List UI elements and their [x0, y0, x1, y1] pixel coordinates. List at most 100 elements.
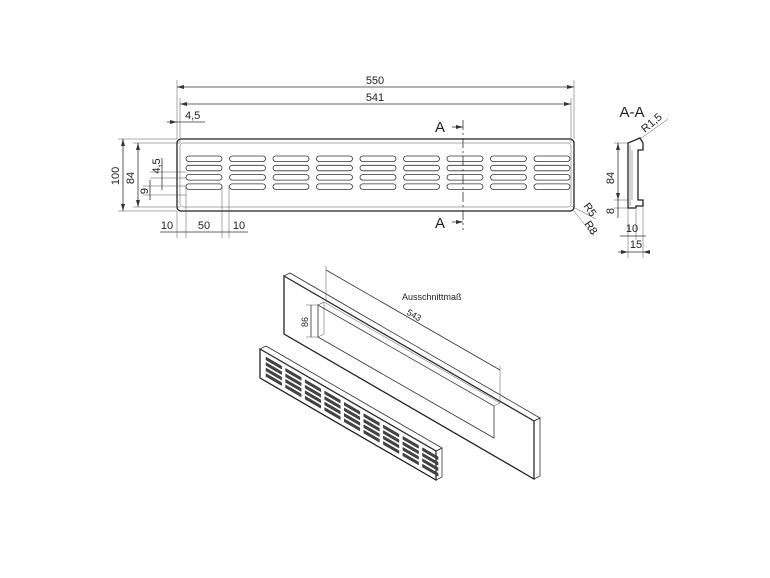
vent-slot: [533, 164, 571, 172]
iso-vent-slot: [344, 418, 361, 432]
vent-slot: [229, 183, 266, 190]
cutout-opening: [317, 304, 495, 439]
iso-vent-slot: [422, 463, 439, 477]
vent-slot: [229, 164, 266, 172]
vent-slot: [533, 183, 571, 190]
iso-vent-slot: [344, 401, 361, 415]
vent-slot: [316, 155, 353, 162]
vent-slot: [185, 164, 223, 172]
dim-50: 50: [198, 220, 210, 232]
vent-slot: [490, 164, 527, 172]
iso-vent-slot: [285, 384, 302, 398]
dim-541: 541: [366, 92, 384, 104]
grille-inner-frame: [179, 142, 572, 208]
iso-vent-slot: [383, 441, 400, 454]
iso-vent-slot: [304, 395, 321, 409]
iso-vent-slot: [265, 362, 282, 375]
vent-slot: [316, 164, 353, 172]
iso-vent-slot: [402, 452, 419, 466]
vent-slot: [490, 183, 527, 190]
iso-vent-slot: [265, 367, 282, 381]
vent-slot: [490, 155, 527, 162]
iso-vent-slot: [265, 373, 282, 386]
iso-vent-slot: [422, 458, 439, 472]
vent-slot: [316, 183, 353, 190]
vent-slot: [403, 155, 440, 162]
section-marker-top: A: [435, 119, 445, 136]
vent-slot: [533, 155, 571, 162]
iso-vent-slot: [402, 441, 419, 455]
vent-slot: [272, 155, 310, 162]
iso-vent-slot: [344, 407, 361, 421]
vent-slot: [533, 174, 571, 181]
dim-100: 100: [110, 167, 122, 185]
vent-slot: [490, 174, 527, 181]
dim-r8: R8: [582, 219, 600, 237]
iso-vent-slot: [363, 418, 380, 432]
section-profile: [627, 137, 644, 209]
vent-slot: [316, 174, 353, 181]
vent-slot: [446, 183, 484, 190]
vent-slot: [446, 155, 484, 162]
grille-outline: [176, 138, 575, 212]
iso-vent-slot: [422, 447, 439, 461]
iso-vent-slot: [383, 435, 400, 449]
iso-vent-slot: [285, 378, 302, 392]
iso-vent-slot: [304, 384, 321, 398]
iso-vent-slot: [285, 367, 302, 381]
dim-section-10: 10: [626, 223, 638, 235]
iso-view: 543 Ausschnittmaß 86: [259, 266, 541, 482]
dim-84: 84: [125, 172, 137, 184]
cutout-label: Ausschnittmaß: [402, 292, 462, 302]
iso-vent-slot: [363, 413, 380, 427]
dim-550: 550: [366, 75, 384, 87]
iso-vent-slot: [402, 435, 419, 449]
vent-slot: [359, 174, 397, 181]
iso-vent-slot: [344, 412, 361, 426]
section-marker-bottom: A: [435, 215, 445, 232]
dim-section-8: 8: [605, 208, 617, 214]
dim-10-left: 10: [161, 220, 173, 232]
front-view: 550 541 4,5 100 84 4,5 9: [110, 75, 599, 238]
dim-86: 86: [300, 317, 310, 327]
dim-section-15: 15: [630, 239, 642, 251]
dim-r5: R5: [581, 201, 599, 219]
vent-slot: [446, 174, 484, 181]
dim-line-543: [325, 269, 501, 371]
iso-vent-slot: [304, 379, 321, 393]
vent-slot: [403, 164, 440, 172]
iso-vent-slot: [285, 373, 302, 387]
iso-vent-slot: [324, 396, 341, 409]
iso-vent-slot: [265, 356, 282, 370]
vent-slot: [403, 183, 440, 190]
iso-vent-slot: [363, 424, 380, 438]
iso-vent-slot: [383, 424, 400, 438]
dim-4-5-edge: 4,5: [185, 110, 200, 122]
section-view: A-A R1,5 84 8 10 15: [605, 104, 669, 258]
dim-543: 543: [405, 307, 423, 323]
dim-4-5-slot: 4,5: [151, 158, 163, 173]
vent-slot: [185, 174, 223, 181]
iso-vent-slot: [422, 452, 439, 466]
vent-slot: [403, 174, 440, 181]
vent-slot: [272, 183, 310, 190]
vent-slot: [272, 174, 310, 181]
dim-9: 9: [139, 188, 151, 194]
iso-vent-slot: [304, 390, 321, 404]
dim-section-84: 84: [605, 172, 617, 184]
vent-slot: [229, 155, 266, 162]
vent-slot: [359, 164, 397, 172]
iso-slot-grid: [265, 356, 439, 477]
vent-slot: [359, 183, 397, 190]
dim-10-gap: 10: [233, 220, 245, 232]
iso-vent-slot: [324, 401, 341, 415]
iso-vent-slot: [402, 446, 419, 460]
slot-grid: [185, 155, 571, 190]
vent-slot: [359, 155, 397, 162]
vent-slot: [446, 164, 484, 172]
iso-vent-slot: [363, 429, 380, 443]
iso-vent-slot: [383, 430, 400, 443]
vent-slot: [229, 174, 266, 181]
section-title: A-A: [619, 104, 644, 121]
